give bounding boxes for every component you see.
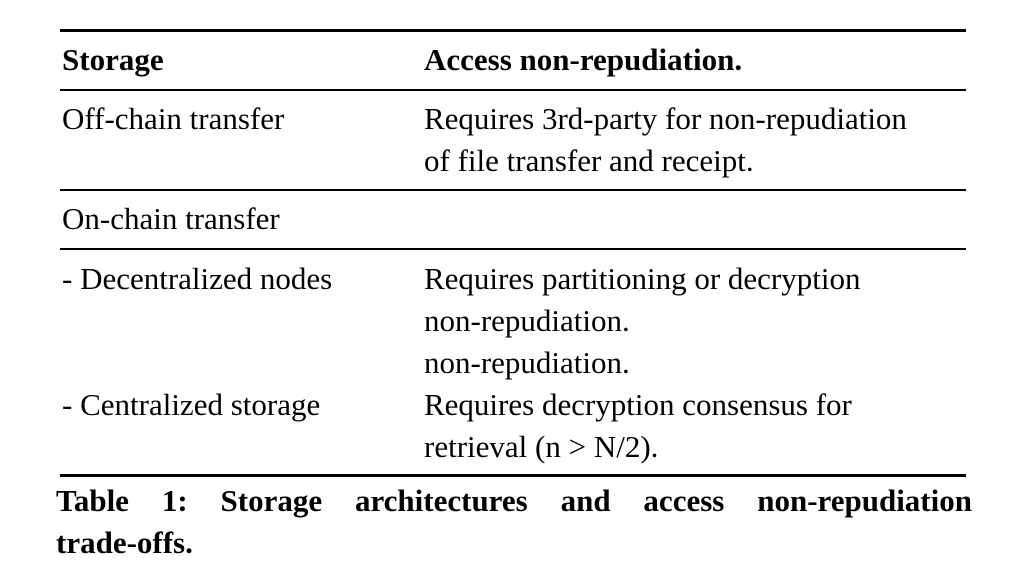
caption-line2: trade-offs. bbox=[56, 525, 193, 560]
header-access: Access non-repudiation. bbox=[424, 42, 743, 77]
row-offchain-access-line2: of file transfer and receipt. bbox=[424, 143, 754, 178]
header-storage: Storage bbox=[62, 42, 164, 77]
row-offchain-access-line1: Requires 3rd-party for non-repudiation bbox=[424, 101, 907, 136]
row-decentralized-access-line2: non-repudiation. bbox=[424, 303, 630, 338]
row-centralized-access-line1: Requires decryption consensus for bbox=[424, 387, 852, 422]
row-decentralized-storage: - Decentralized nodes bbox=[62, 261, 333, 296]
table-bottom-rule bbox=[60, 474, 966, 477]
row-decentralized-access-line3: non-repudiation. bbox=[424, 345, 630, 380]
header-rule bbox=[60, 89, 966, 91]
row-decentralized-access-line1: Requires partitioning or decryption bbox=[424, 261, 861, 296]
row-rule-2 bbox=[60, 248, 966, 250]
table-top-rule bbox=[60, 29, 966, 32]
row-centralized-storage: - Centralized storage bbox=[62, 387, 321, 422]
row-rule-1 bbox=[60, 189, 966, 191]
row-offchain-storage: Off-chain transfer bbox=[62, 101, 285, 136]
row-centralized-access-line2: retrieval (n > N/2). bbox=[424, 429, 659, 464]
table-caption: Table 1: Storage architectures and acces… bbox=[56, 480, 972, 564]
row-onchain-storage: On-chain transfer bbox=[62, 201, 280, 236]
caption-line1: Table 1: Storage architectures and acces… bbox=[56, 483, 972, 518]
